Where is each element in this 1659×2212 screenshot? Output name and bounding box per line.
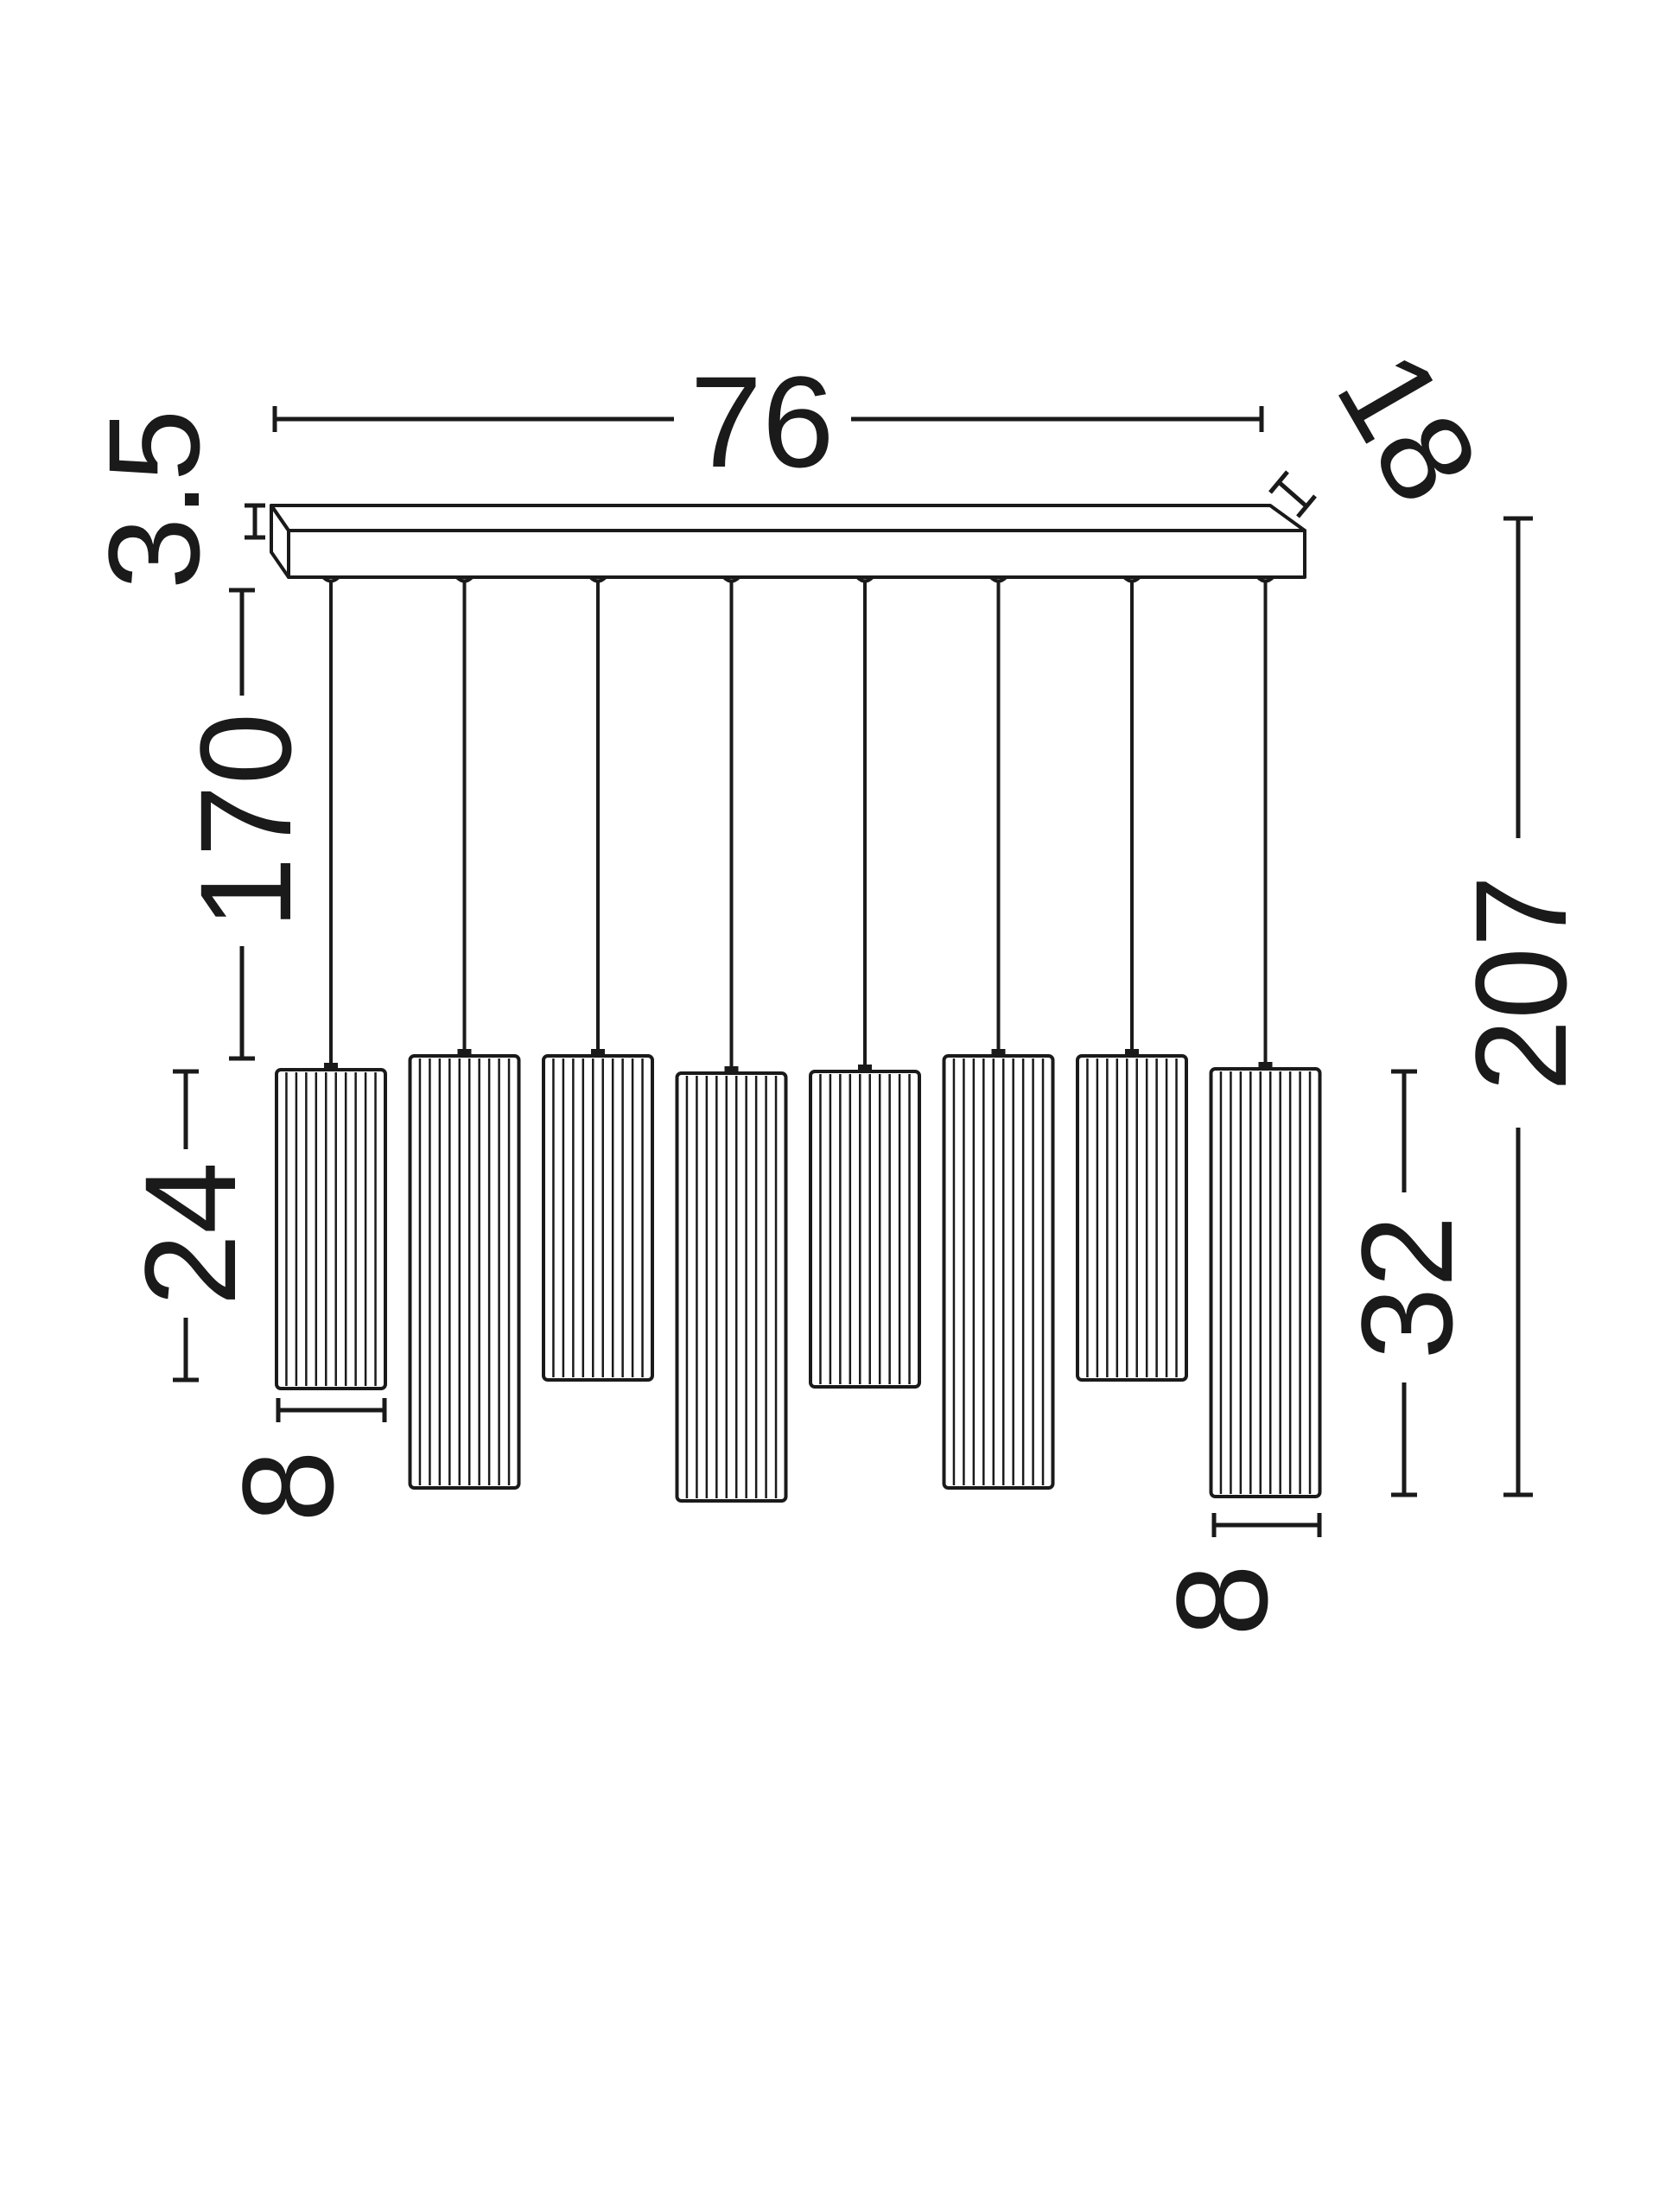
depth-dimension-line xyxy=(1277,480,1308,508)
pendant-3 xyxy=(542,575,654,1382)
ceiling-bar-side-face xyxy=(270,504,290,579)
cable-mount xyxy=(321,575,340,583)
bar-length-label: 76 xyxy=(690,349,835,494)
shade-cap xyxy=(1125,1049,1139,1058)
pendant-6 xyxy=(942,575,1055,1490)
pendant-5 xyxy=(809,575,921,1389)
suspension-length-label: 170 xyxy=(173,713,318,929)
ceiling-bar-front-face xyxy=(287,529,1306,579)
right-diameter-label: 8 xyxy=(1149,1564,1294,1636)
shade-outline xyxy=(542,1054,654,1382)
cable-mount xyxy=(722,575,741,583)
pendant-2 xyxy=(408,575,521,1490)
short-shade-height-label: 24 xyxy=(118,1162,263,1306)
cable-mount xyxy=(1122,575,1141,583)
pendant-1 xyxy=(275,575,387,1390)
pendant-7 xyxy=(1076,575,1188,1382)
cable-mount xyxy=(455,575,474,583)
shade-cap xyxy=(991,1049,1006,1058)
shade-cap xyxy=(724,1066,739,1075)
cable-mount xyxy=(855,575,874,583)
shade-outline xyxy=(1209,1067,1322,1498)
total-height-label: 207 xyxy=(1448,875,1593,1091)
bar-height-label: 3.5 xyxy=(81,410,226,590)
bar-depth-label: 18 xyxy=(1310,328,1508,526)
shade-outline xyxy=(275,1068,387,1390)
dimension-lines xyxy=(173,406,1533,1537)
ceiling-bar-top-face xyxy=(270,504,1306,532)
shade-outline xyxy=(809,1070,921,1389)
cable-mount xyxy=(1256,575,1274,583)
shade-outline xyxy=(675,1071,788,1503)
shade-cap xyxy=(457,1049,472,1058)
pendants-group xyxy=(275,575,1322,1503)
left-diameter-label: 8 xyxy=(215,1450,360,1522)
depth-dimension-tick-a xyxy=(1268,470,1289,494)
shade-outline xyxy=(942,1054,1055,1490)
depth-dimension-tick-b xyxy=(1296,494,1317,518)
pendant-4 xyxy=(675,575,788,1503)
shade-cap xyxy=(858,1065,872,1073)
dimension-labels: 76 18 3.5 170 24 8 32 8 207 xyxy=(81,328,1593,1637)
shade-cap xyxy=(591,1049,605,1058)
long-shade-height-label: 32 xyxy=(1334,1216,1479,1360)
cable-mount xyxy=(989,575,1007,583)
shade-outline xyxy=(1076,1054,1188,1382)
shade-cap xyxy=(1258,1062,1273,1071)
cable-mount xyxy=(588,575,607,583)
ceiling-bar xyxy=(270,504,1306,579)
pendant-8 xyxy=(1209,575,1322,1498)
shade-outline xyxy=(408,1054,521,1490)
shade-cap xyxy=(324,1063,338,1071)
